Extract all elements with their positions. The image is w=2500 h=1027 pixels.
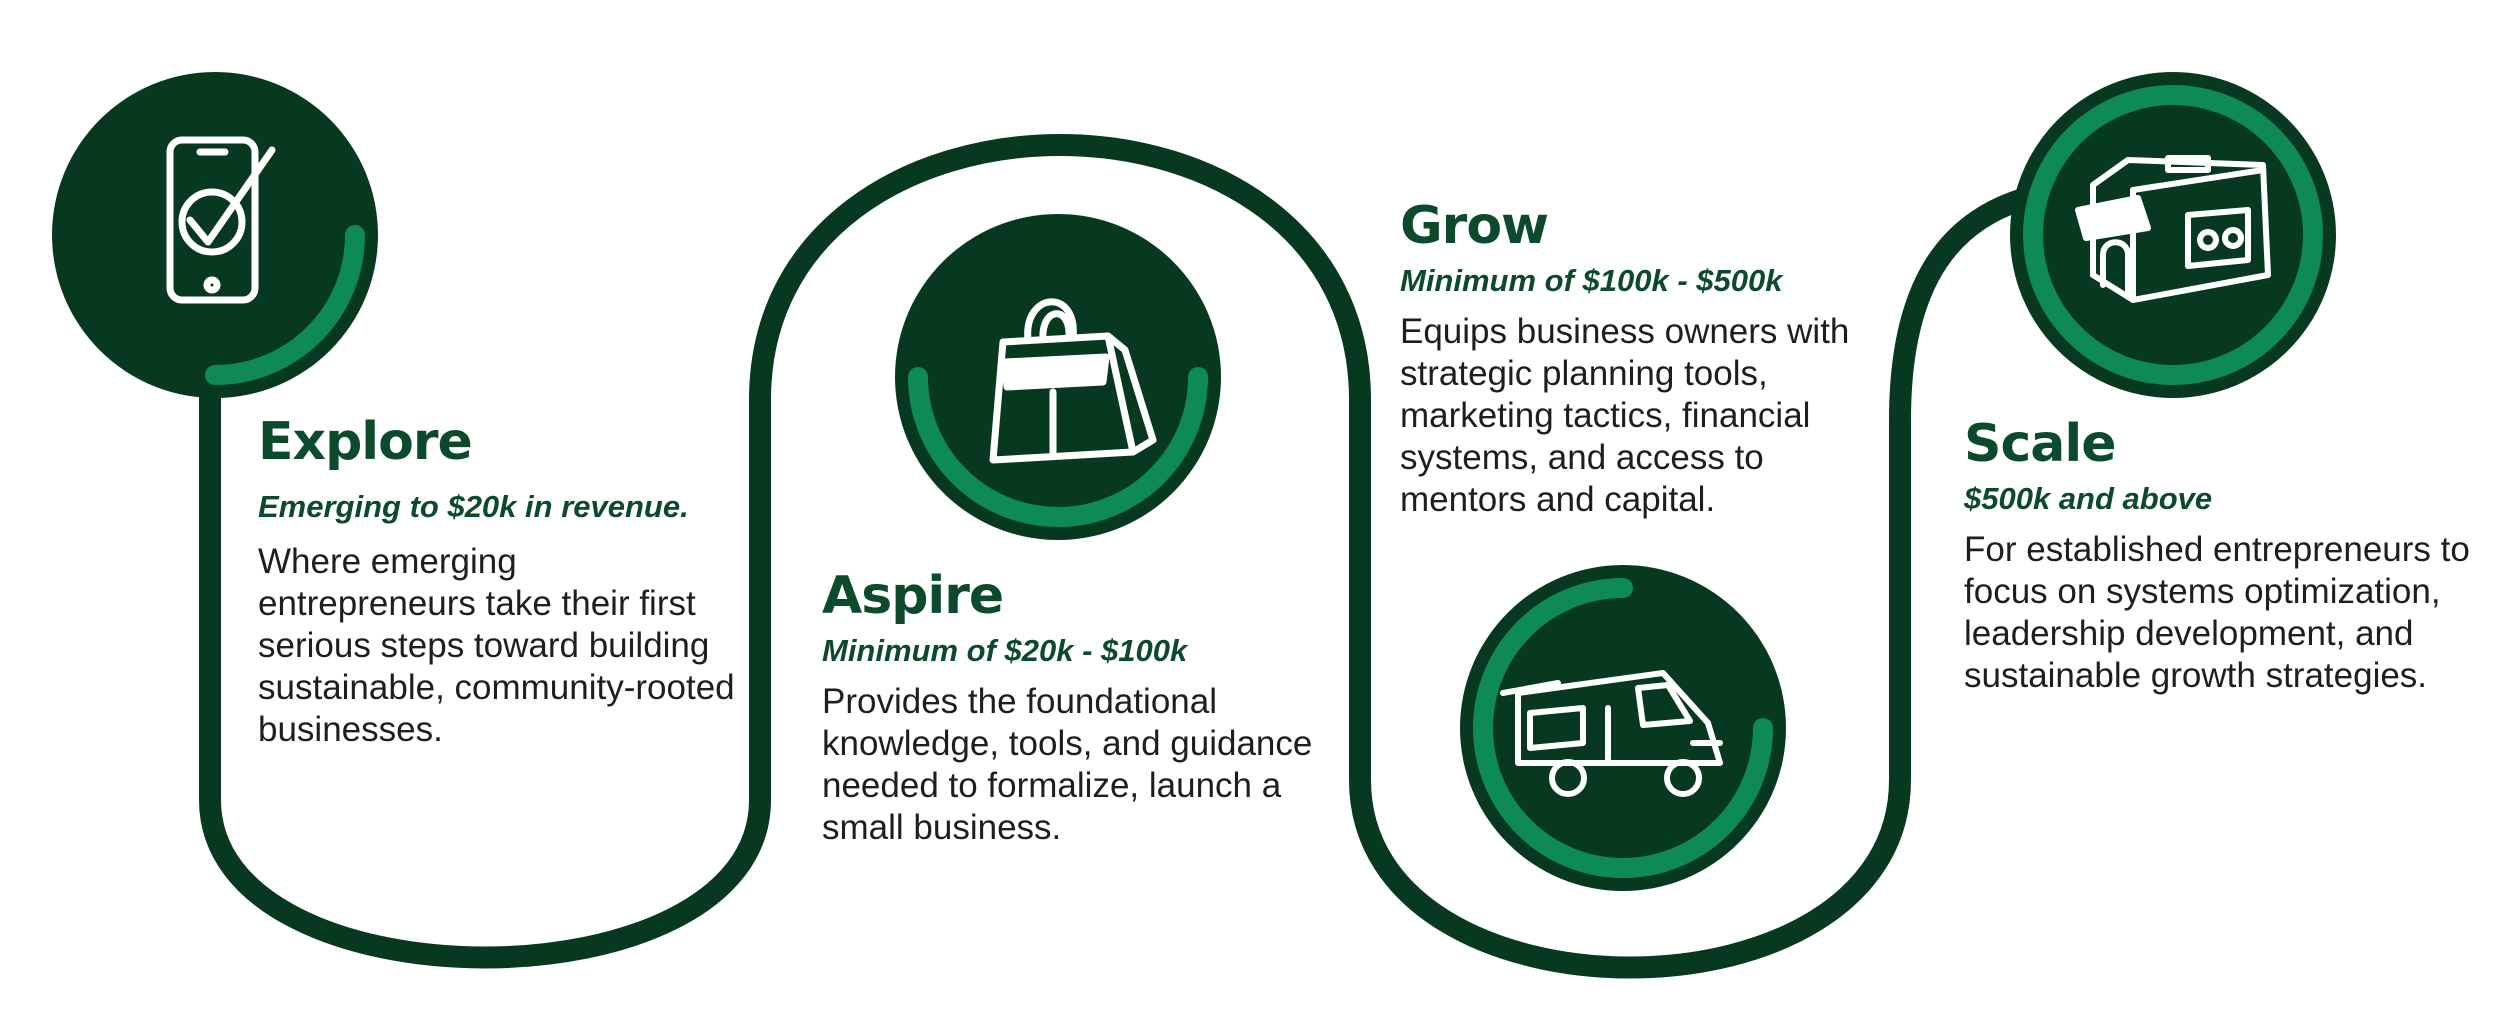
stage-subtitle: Minimum of $100k - $500k: [1400, 262, 1900, 299]
stage-title: Scale: [1964, 418, 2484, 470]
stage-description: Provides the foundational knowledge, too…: [822, 681, 1322, 849]
stage-subtitle: $500k and above: [1964, 480, 2484, 517]
stage-subtitle: Emerging to $20k in revenue.: [258, 488, 778, 525]
grow-icon-circle: [1458, 563, 1788, 893]
stage-aspire: Aspire Minimum of $20k - $100k Provides …: [822, 570, 1342, 849]
explore-icon-circle: [50, 70, 380, 400]
stage-grow: Grow Minimum of $100k - $500k Equips bus…: [1400, 200, 1900, 521]
stage-subtitle: Minimum of $20k - $100k: [822, 632, 1342, 669]
stage-explore: Explore Emerging to $20k in revenue. Whe…: [258, 416, 778, 751]
scale-icon-circle: [2008, 70, 2338, 400]
stage-scale: Scale $500k and above For established en…: [1964, 418, 2484, 697]
stage-description: Equips business owners with strategic pl…: [1400, 311, 1880, 521]
stage-description: Where emerging entrepreneurs take their …: [258, 541, 738, 751]
stage-title: Aspire: [822, 570, 1342, 622]
stage-title: Grow: [1400, 200, 1900, 252]
stage-title: Explore: [258, 416, 778, 468]
stage-description: For established entrepreneurs to focus o…: [1964, 529, 2484, 697]
aspire-icon-circle: [893, 212, 1223, 542]
